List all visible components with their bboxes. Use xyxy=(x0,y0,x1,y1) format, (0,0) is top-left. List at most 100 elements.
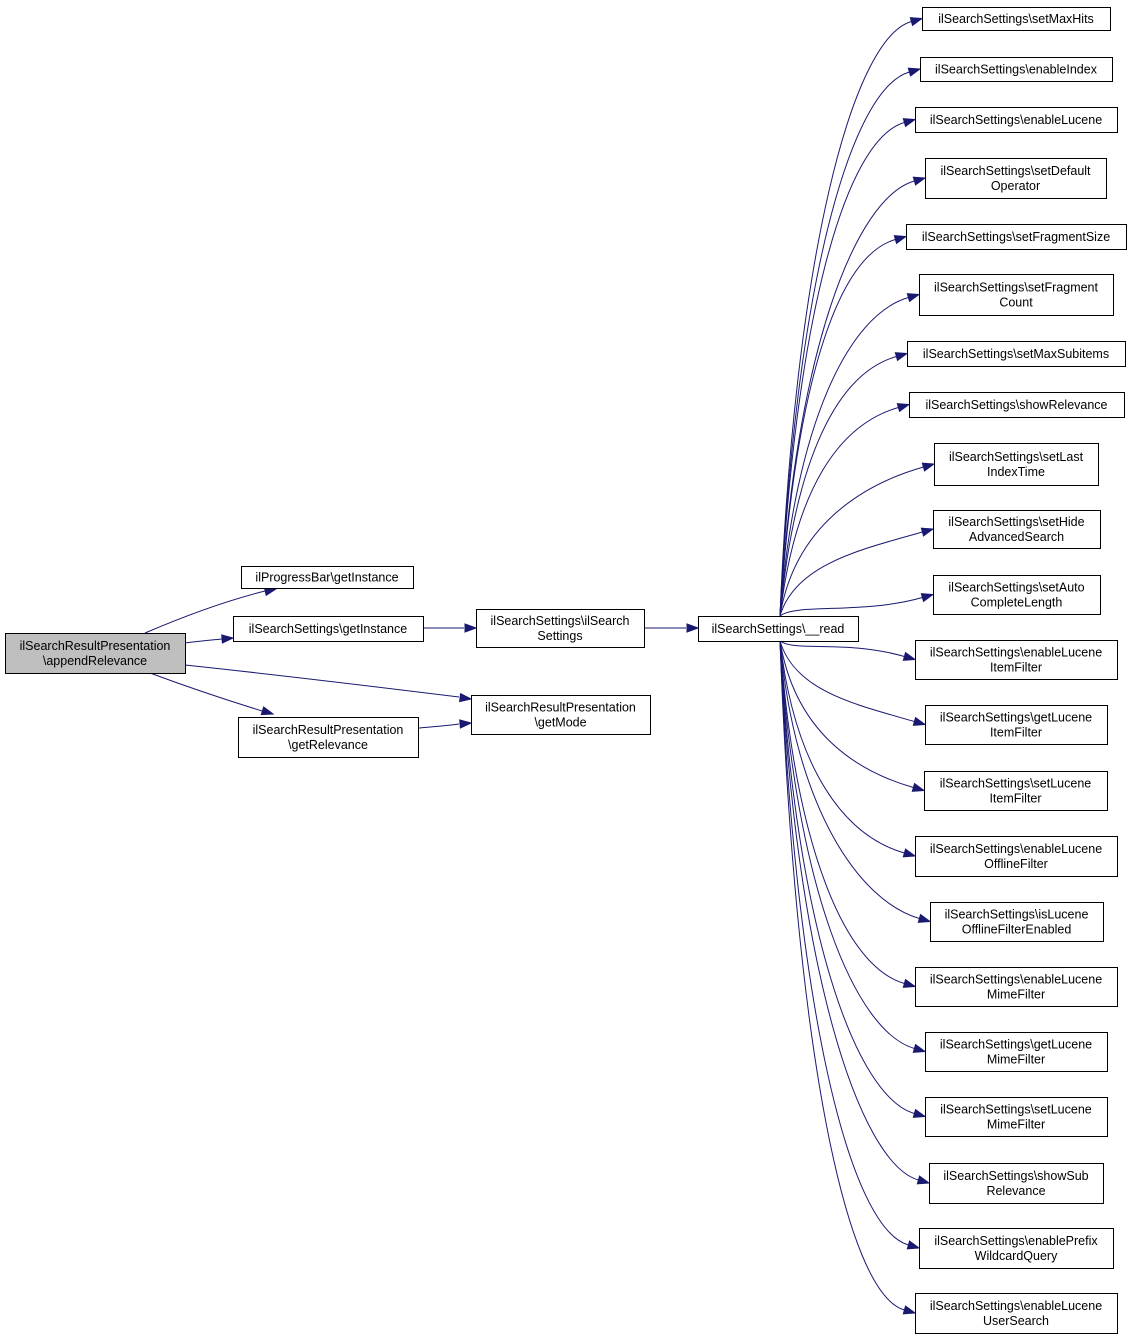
edge-line xyxy=(779,180,915,617)
node-n3[interactable]: ilSearchResultPresentation\getRelevance xyxy=(238,717,419,758)
node-label: \getMode xyxy=(534,716,586,730)
node-label: AdvancedSearch xyxy=(969,530,1064,544)
edge-n6-to-t13 xyxy=(779,640,926,792)
node-n1[interactable]: ilProgressBar\getInstance xyxy=(241,566,414,589)
node-n2[interactable]: ilSearchSettings\getInstance xyxy=(233,616,424,642)
edge-n6-to-t7 xyxy=(779,403,911,617)
node-box xyxy=(698,616,859,642)
node-t0[interactable]: ilSearchSettings\setMaxHits xyxy=(922,7,1111,31)
edge-line xyxy=(149,672,263,712)
node-box xyxy=(476,609,645,648)
edge-n4-to-n6 xyxy=(644,623,700,633)
edge-n6-to-t6 xyxy=(779,352,909,617)
edge-line xyxy=(779,640,905,657)
node-t1[interactable]: ilSearchSettings\enableIndex xyxy=(920,57,1113,82)
arrowhead xyxy=(920,593,935,603)
edge-n6-to-t2 xyxy=(779,118,917,617)
node-box xyxy=(919,274,1114,316)
arrowhead xyxy=(894,352,909,362)
node-label: ilSearchSettings\setLast xyxy=(949,450,1084,464)
node-n4[interactable]: ilSearchSettings\ilSearchSettings xyxy=(476,609,645,648)
node-box xyxy=(922,7,1111,31)
edge-line xyxy=(779,640,919,1181)
node-label: OfflineFilter xyxy=(984,857,1048,871)
node-label: ilSearchSettings\getLucene xyxy=(940,1038,1092,1052)
edge-n6-to-t15 xyxy=(779,640,932,923)
arrowhead xyxy=(459,692,473,703)
edge-line xyxy=(184,664,460,698)
edge-line xyxy=(779,640,905,1311)
node-box xyxy=(925,1032,1108,1072)
edge-n6-to-t8 xyxy=(779,462,936,617)
edge-n6-to-t20 xyxy=(779,640,921,1250)
arrowhead xyxy=(896,403,911,413)
node-t15[interactable]: ilSearchSettings\isLuceneOfflineFilterEn… xyxy=(930,902,1104,942)
edge-line xyxy=(779,640,905,984)
node-label: Relevance xyxy=(986,1184,1045,1198)
node-label: \appendRelevance xyxy=(43,654,147,668)
arrowhead xyxy=(916,1175,931,1185)
edge-n6-to-t19 xyxy=(779,640,931,1185)
arrowhead xyxy=(902,978,917,988)
node-t4[interactable]: ilSearchSettings\setFragmentSize xyxy=(906,224,1127,250)
edge-n6-to-t5 xyxy=(779,293,921,617)
arrowhead xyxy=(906,293,921,303)
node-box xyxy=(924,771,1108,811)
edge-n6-to-t14 xyxy=(779,640,917,858)
arrowhead xyxy=(911,782,926,792)
node-box xyxy=(915,1293,1118,1334)
node-t7[interactable]: ilSearchSettings\showRelevance xyxy=(909,392,1125,418)
edge-n0-to-n5 xyxy=(184,664,473,703)
node-label: MimeFilter xyxy=(987,1118,1045,1132)
edge-n6-to-t11 xyxy=(779,640,917,661)
arrowhead xyxy=(260,706,275,716)
node-label: ilSearchSettings\getLucene xyxy=(940,711,1092,725)
edge-n6-to-t18 xyxy=(779,640,927,1118)
arrowhead xyxy=(907,67,922,77)
node-t14[interactable]: ilSearchSettings\enableLuceneOfflineFilt… xyxy=(915,836,1118,877)
node-box xyxy=(929,1163,1104,1204)
node-n6[interactable]: ilSearchSettings\__read xyxy=(698,616,859,642)
node-n5[interactable]: ilSearchResultPresentation\getMode xyxy=(471,695,651,735)
node-box xyxy=(5,633,186,674)
node-box xyxy=(915,640,1118,680)
node-box xyxy=(933,575,1101,615)
node-t2[interactable]: ilSearchSettings\enableLucene xyxy=(915,107,1118,133)
node-label: ilSearchSettings\setMaxSubitems xyxy=(923,347,1109,361)
node-label: ilSearchSettings\setMaxHits xyxy=(938,12,1094,26)
edge-line xyxy=(144,590,266,634)
node-label: ilSearchSettings\showSub xyxy=(943,1169,1088,1183)
edge-line xyxy=(184,638,223,644)
arrowhead xyxy=(902,848,917,858)
node-layer: ilSearchResultPresentation \appendRelevan… xyxy=(5,7,1127,1334)
node-t20[interactable]: ilSearchSettings\enablePrefixWildcardQue… xyxy=(919,1228,1114,1269)
node-label: ilSearchSettings\enablePrefix xyxy=(934,1234,1098,1248)
edge-n6-to-t21 xyxy=(779,640,917,1315)
node-box xyxy=(930,902,1104,942)
edge-line xyxy=(779,297,909,617)
node-label: Settings xyxy=(537,629,582,643)
arrowhead xyxy=(912,176,927,186)
node-label: ilSearchResultPresentation xyxy=(485,701,636,715)
node-label: ilSearchSettings\showRelevance xyxy=(925,398,1107,412)
node-t6[interactable]: ilSearchSettings\setMaxSubitems xyxy=(907,341,1126,367)
node-label: ilSearchSettings\setAuto xyxy=(948,581,1084,595)
node-label: ItemFilter xyxy=(990,661,1042,675)
edge-n6-to-t4 xyxy=(779,235,908,617)
node-label: ilProgressBar\getInstance xyxy=(255,571,398,585)
node-n0[interactable]: ilSearchResultPresentation\appendRelevan… xyxy=(5,633,186,674)
node-box xyxy=(238,717,419,758)
